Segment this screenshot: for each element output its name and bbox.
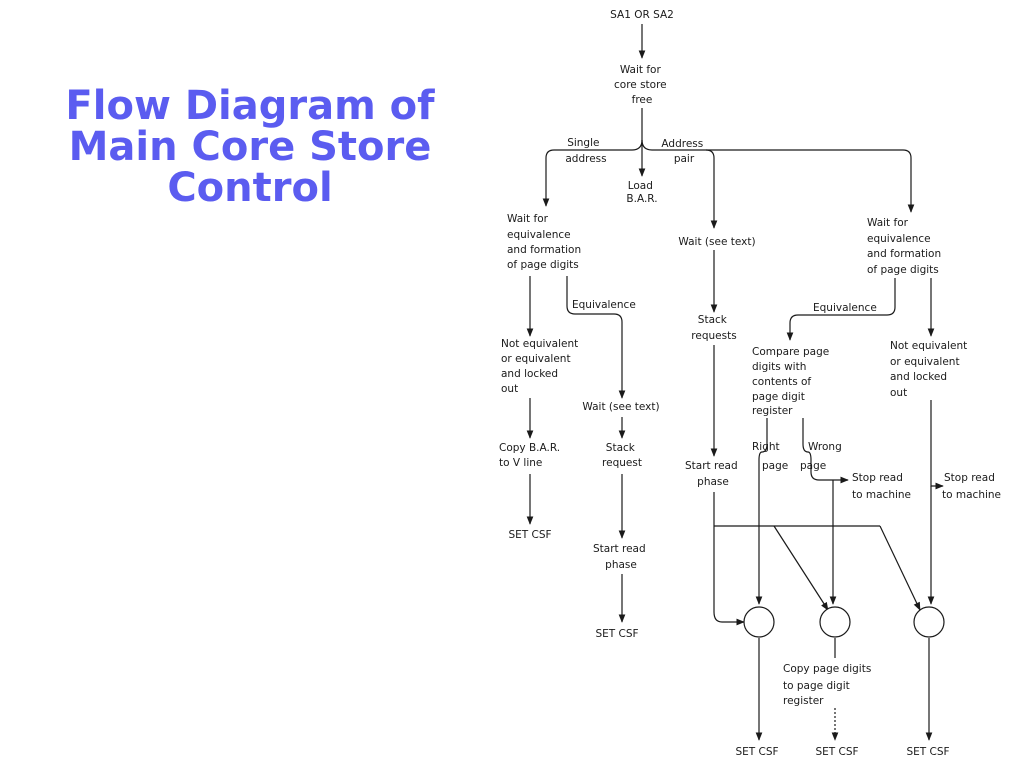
label-set-csf-bottom-1: SET CSF bbox=[735, 746, 778, 758]
label-stack-request: Stack request bbox=[602, 442, 642, 469]
flow-connectors bbox=[526, 24, 944, 741]
label-start: SA1 OR SA2 bbox=[610, 9, 674, 21]
label-copy-page-digits: Copy page digits to page digit register bbox=[783, 663, 875, 707]
label-equivalence-right: Equivalence bbox=[813, 302, 877, 314]
label-load-bar: Load B.A.R. bbox=[626, 180, 657, 205]
line-address-pair bbox=[641, 139, 915, 213]
arrow-to-stop-read-right bbox=[930, 400, 944, 490]
label-compare: Compare page digits with contents of pag… bbox=[752, 346, 833, 417]
label-set-csf-bottom-3: SET CSF bbox=[906, 746, 949, 758]
label-wait-equiv-right: Wait for equivalence and formation of pa… bbox=[867, 217, 944, 276]
label-stop-read-right: Stop read to machine bbox=[942, 472, 1001, 501]
label-right-page: Right page bbox=[752, 441, 788, 472]
line-equivalence-right bbox=[786, 278, 896, 341]
label-set-csf-left2: SET CSF bbox=[595, 628, 638, 640]
label-wait-equiv-left: Wait for equivalence and formation of pa… bbox=[507, 213, 584, 271]
label-wait-free: Wait for core store free bbox=[614, 64, 670, 106]
junction-node-1 bbox=[743, 606, 775, 638]
label-copy-bar: Copy B.A.R. to V line bbox=[499, 442, 563, 469]
arrow-bus-to-node-2 bbox=[773, 525, 829, 611]
label-not-equiv-left: Not equivalent or equivalent and locked … bbox=[501, 338, 582, 395]
label-equivalence-left: Equivalence bbox=[572, 299, 636, 311]
junction-node-2 bbox=[819, 606, 851, 638]
arrow-single-address bbox=[542, 139, 643, 207]
junction-node-3 bbox=[913, 606, 945, 638]
label-set-csf-bottom-2: SET CSF bbox=[815, 746, 858, 758]
line-equivalence-left bbox=[566, 276, 626, 399]
label-wrong-page: Wrong page bbox=[800, 441, 845, 472]
label-wait-see-text-left: Wait (see text) bbox=[582, 401, 659, 413]
title-line-1: Flow Diagram of bbox=[65, 83, 435, 129]
label-not-equiv-right: Not equivalent or equivalent and locked … bbox=[890, 340, 971, 399]
title-line-2: Main Core Store bbox=[68, 124, 432, 170]
slide-title: Flow Diagram of Main Core Store Control bbox=[30, 86, 470, 209]
arrow-right-page bbox=[755, 418, 768, 605]
line-start-read-to-node-1 bbox=[713, 492, 745, 626]
label-start-read-left: Start read phase bbox=[593, 543, 649, 571]
arrow-to-wait-mid bbox=[705, 149, 718, 229]
label-stop-read-mid: Stop read to machine bbox=[852, 472, 911, 501]
label-wait-see-text-mid: Wait (see text) bbox=[678, 236, 755, 248]
label-stack-requests: Stack requests bbox=[691, 314, 736, 342]
label-address-pair: Address pair bbox=[661, 138, 706, 165]
label-set-csf-left: SET CSF bbox=[508, 529, 551, 541]
label-start-read-mid: Start read phase bbox=[685, 460, 741, 488]
line-wrong-page bbox=[802, 418, 830, 481]
label-single-address: Single address bbox=[565, 137, 606, 165]
arrow-bus-to-node-3 bbox=[879, 525, 921, 611]
title-line-3: Control bbox=[167, 165, 333, 211]
